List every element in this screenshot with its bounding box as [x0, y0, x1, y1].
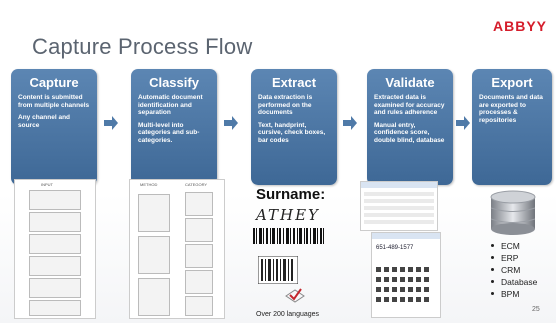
step-title: Validate	[385, 75, 435, 90]
export-target-item: BPM	[491, 288, 537, 300]
step-validate: Validate Extracted data is examined for …	[367, 69, 453, 185]
form-field	[364, 199, 434, 203]
phone-number: 651-489-1577	[376, 245, 414, 251]
input-header: INPUT	[41, 182, 53, 187]
surname-label: Surname:	[256, 186, 326, 203]
input-channel	[29, 212, 81, 232]
export-target-item: CRM	[491, 264, 537, 276]
step-export: Export Documents and data are exported t…	[472, 69, 552, 185]
category-doc	[185, 244, 213, 268]
category-doc	[185, 270, 213, 294]
classify-illustration: METHOD CATEGORY	[129, 179, 225, 319]
export-target-item: ECM	[491, 240, 537, 252]
2d-barcode-icon	[258, 256, 298, 284]
capture-illustration: INPUT	[14, 179, 96, 319]
arrow-right-icon	[343, 116, 357, 130]
method-doc	[138, 236, 170, 274]
input-channel	[29, 300, 81, 316]
validation-document-screenshot: 651-489-1577	[371, 232, 441, 318]
export-target-item: Database	[491, 276, 537, 288]
arrow-right-icon	[224, 116, 238, 130]
form-field	[364, 213, 434, 217]
form-field	[364, 192, 434, 196]
category-doc	[185, 296, 213, 316]
export-target-item: ERP	[491, 252, 537, 264]
step-text: Manual entry, confidence score, double b…	[374, 121, 445, 144]
page-number: 25	[532, 306, 540, 313]
export-target-list: ECM ERP CRM Database BPM	[491, 240, 537, 300]
doc-toolbar	[372, 233, 440, 239]
abbyy-logo: ABBYY	[493, 18, 548, 34]
step-text: Content is submitted from multiple chann…	[18, 94, 90, 109]
step-capture: Capture Content is submitted from multip…	[11, 69, 97, 185]
input-channel	[29, 190, 81, 210]
category-doc	[185, 218, 213, 242]
step-extract: Extract Data extraction is performed on …	[251, 69, 337, 185]
category-header: CATEGORY	[185, 182, 208, 187]
step-classify: Classify Automatic document identificati…	[131, 69, 217, 185]
step-title: Classify	[149, 75, 199, 90]
input-channel	[29, 256, 81, 276]
step-text: Text, handprint, cursive, check boxes, b…	[258, 121, 326, 144]
form-field	[364, 206, 434, 210]
input-channel	[29, 278, 81, 298]
category-doc	[185, 192, 213, 216]
step-title: Export	[491, 75, 533, 90]
checkbox-mark-icon	[285, 288, 305, 303]
step-title: Capture	[29, 75, 79, 90]
step-text: Any channel and source	[18, 114, 71, 129]
languages-caption: Over 200 languages	[256, 311, 320, 318]
handwriting-sample: ATHEY	[256, 206, 320, 224]
database-icon	[490, 190, 536, 235]
character-grid	[376, 267, 429, 302]
slide-title: Capture Process Flow	[32, 34, 253, 59]
method-doc	[138, 194, 170, 232]
form-toolbar	[361, 182, 437, 188]
input-channel	[29, 234, 81, 254]
step-text: Extracted data is examined for accuracy …	[374, 94, 445, 116]
step-title: Extract	[271, 75, 317, 90]
validation-form-screenshot	[360, 181, 438, 231]
arrow-right-icon	[104, 116, 118, 130]
arrow-right-icon	[456, 116, 470, 130]
form-field	[364, 220, 434, 224]
barcode-icon	[253, 228, 324, 244]
step-text: Data extraction is performed on the docu…	[258, 94, 313, 116]
step-text: Documents and data are exported to proce…	[479, 94, 543, 124]
method-doc	[138, 278, 170, 316]
step-text: Multi-level into categories and sub-cate…	[138, 121, 200, 144]
step-text: Automatic document identification and se…	[138, 94, 203, 116]
method-header: METHOD	[140, 182, 158, 187]
